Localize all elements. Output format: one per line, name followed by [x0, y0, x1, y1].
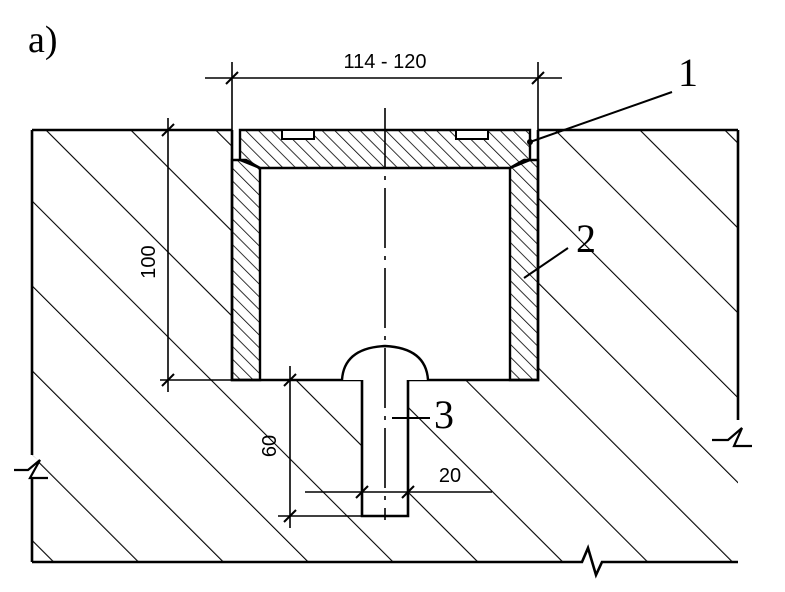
sleeve-wall-left: [230, 158, 262, 382]
callout-2: 2: [576, 216, 596, 261]
sleeve-wall-right: [508, 158, 540, 382]
leader-dot-1: [527, 139, 533, 145]
dimension-width-label: 114 - 120: [343, 51, 426, 73]
dimension-width: [205, 62, 562, 130]
panel-label: a): [28, 19, 58, 61]
concrete-body: [14, 128, 752, 579]
dimension-anchor-diameter-label: 20: [439, 465, 461, 487]
callout-1: 1: [678, 50, 698, 95]
dimension-anchor-length-label: 60: [259, 435, 281, 457]
callout-3: 3: [434, 392, 454, 437]
dimension-depth: [160, 118, 232, 392]
leader-lines: [392, 91, 673, 419]
dimension-depth-label: 100: [138, 245, 160, 278]
dimension-anchor-diameter: [305, 485, 492, 499]
dimension-anchor-length: [278, 366, 362, 528]
